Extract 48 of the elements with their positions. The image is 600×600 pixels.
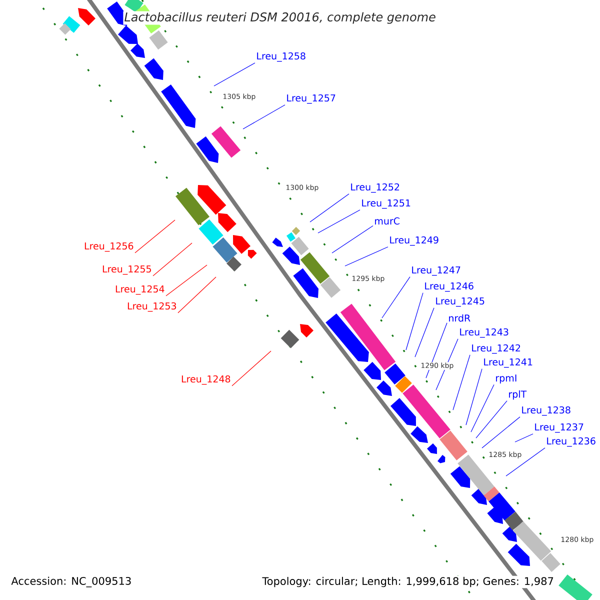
leader-line — [318, 210, 360, 234]
gene-label: Lreu_1242 — [472, 344, 520, 354]
leader-line — [406, 292, 424, 350]
title: Lactobacillus reuteri DSM 20016, complete genome — [123, 11, 437, 25]
gene-label: Lreu_1246 — [425, 282, 474, 292]
gene-label: Lreu_1248 — [182, 375, 230, 385]
footer-text: Accession: NC_009513 — [10, 576, 133, 588]
gene-label: Lreu_1249 — [390, 236, 438, 246]
gene-label: Lreu_1238 — [522, 406, 570, 416]
leader-line — [152, 242, 192, 276]
gene-label: Lreu_1245 — [436, 297, 484, 307]
leader-line — [214, 62, 256, 86]
gene-label: Lreu_1252 — [351, 183, 400, 193]
leader-line — [452, 354, 470, 410]
leader-line — [482, 416, 520, 448]
gene-label: Lreu_1257 — [287, 94, 336, 104]
gene-label: Lreu_1256 — [84, 242, 134, 252]
leader-line — [470, 384, 494, 432]
gene-label: Lreu_1241 — [484, 358, 532, 368]
leader-line — [242, 104, 286, 130]
gene-label: Lreu_1247 — [412, 266, 460, 276]
leader-line — [178, 276, 216, 314]
leader-line — [232, 350, 272, 386]
leader-line — [476, 400, 508, 438]
gene-label: Lreu_1254 — [116, 285, 164, 295]
gene-label: Lreu_1237 — [535, 423, 584, 433]
footer-text: Topology: circular; Length: 1,999,618 bp; Genes: 1,987 — [261, 576, 555, 588]
gene-label: Lreu_1253 — [128, 302, 176, 312]
gene-label: nrdR — [449, 314, 470, 322]
gene-label: Lreu_1258 — [257, 52, 306, 62]
leader-line — [166, 264, 208, 296]
gene-label: Lreu_1236 — [547, 437, 596, 447]
leader-line — [310, 194, 350, 222]
leader-line — [332, 226, 374, 254]
leader-line — [466, 368, 482, 426]
gene-label: rpmI — [496, 374, 516, 384]
gene-label: rplT — [509, 390, 527, 400]
gene-label: murC — [375, 217, 400, 225]
leader-line — [382, 276, 410, 318]
gene-label: Lreu_1243 — [460, 328, 508, 338]
leader-line — [426, 322, 448, 378]
leader-line — [344, 246, 388, 266]
gene-label: Lreu_1251 — [362, 199, 410, 209]
leader-line — [506, 448, 546, 476]
leader-line — [514, 434, 534, 442]
gene-label: Lreu_1255 — [102, 265, 151, 275]
leader-line — [414, 308, 434, 358]
leader-line — [134, 220, 176, 254]
